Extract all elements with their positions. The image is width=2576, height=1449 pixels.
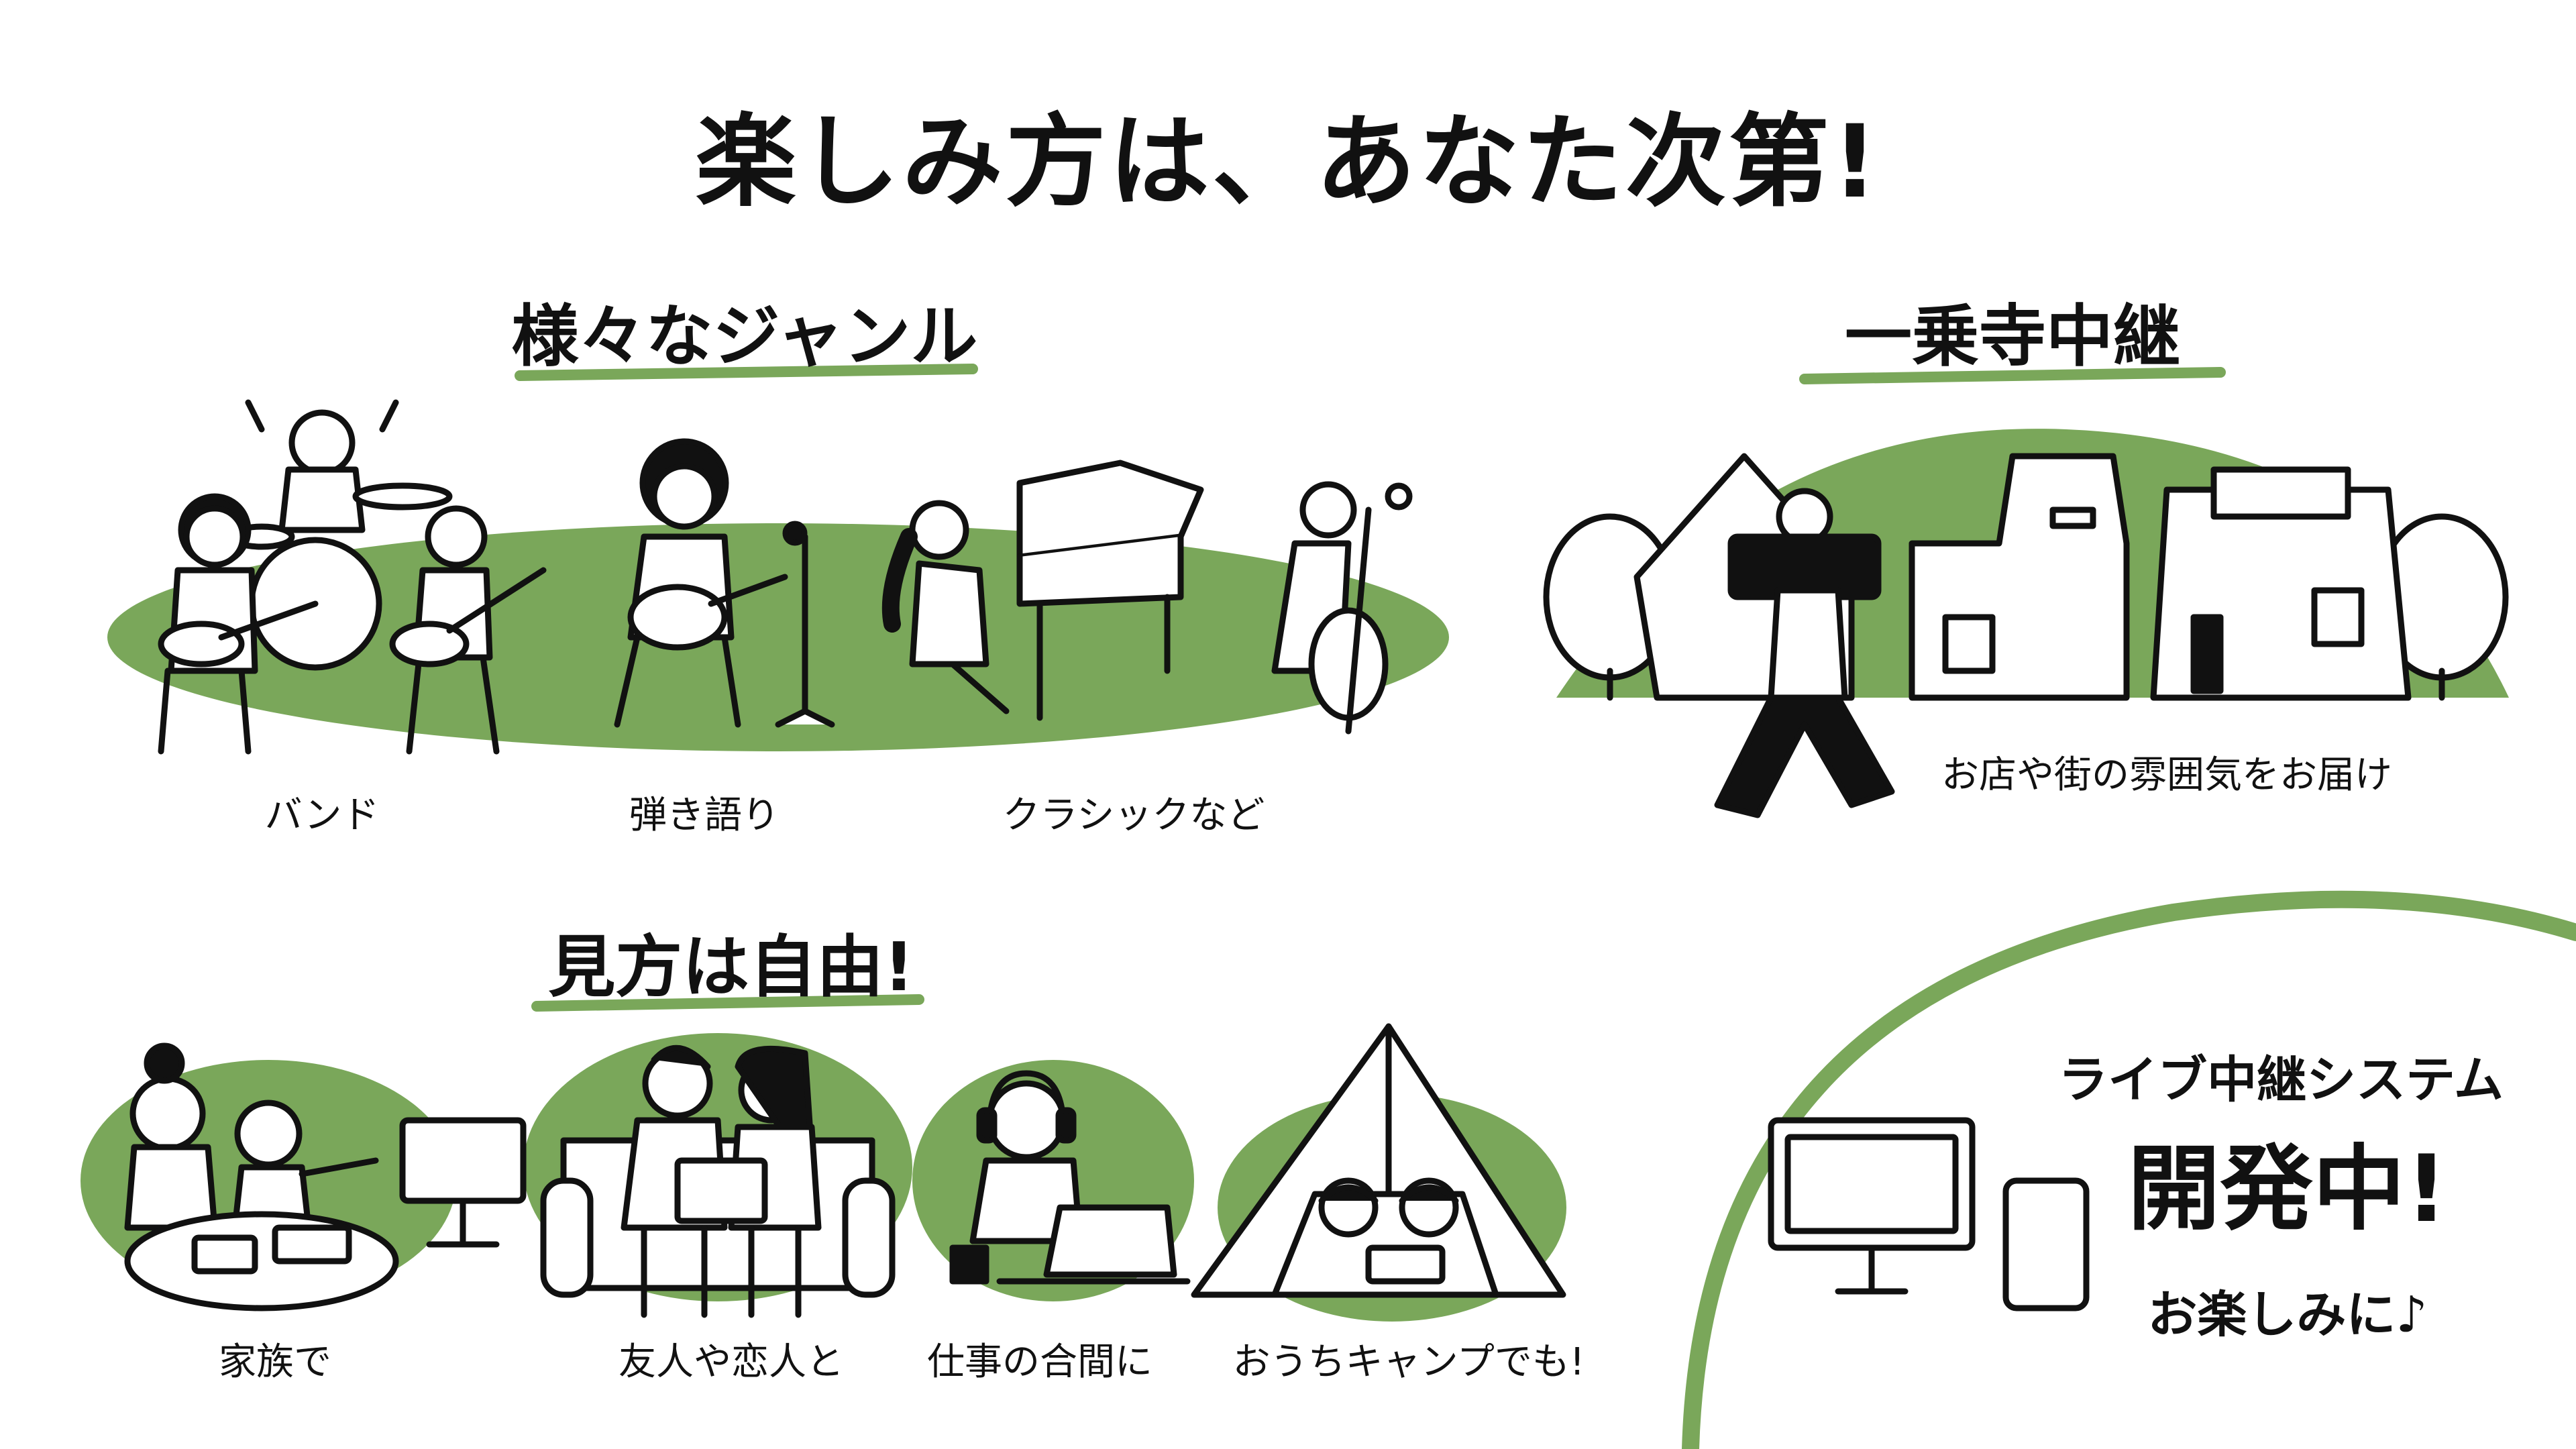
singer-guitar-illustration [614,438,835,728]
viewing-label-camp: おうちキャンプでも! [1232,1340,1585,1384]
system-line-2: 開発中! [2127,1135,2448,1243]
viewing-underline [531,994,924,1012]
genre-label-singer: 弾き語り [629,794,780,837]
viewing-label-worker: 仕事の合間に [927,1340,1152,1384]
classical-illustration [881,460,1413,735]
tent-camp-illustration [1191,1023,1566,1298]
relay-heading: 一乗寺中継 [1845,297,2180,376]
viewing-heading: 見方は自由! [548,928,914,1006]
system-line-1: ライブ中継システム [2058,1051,2504,1109]
couple-sofa-illustration [540,1044,896,1318]
system-line-3: お楽しみに♪ [2147,1286,2428,1344]
system-green-arc [1682,890,2576,1449]
genres-heading: 様々なジャンル [511,297,978,376]
viewing-label-couple: 友人や恋人と [619,1340,844,1384]
genre-label-band: バンド [264,794,380,837]
page-title: 楽しみ方は、あなた次第! [695,104,1881,221]
worker-laptop-illustration [949,1070,1191,1285]
relay-caption: お店や街の雰囲気をお届け [1941,753,2392,797]
cameraman-street-illustration [1543,453,2509,818]
viewing-label-family: 家族で [219,1340,331,1384]
band-illustration [158,399,547,755]
devices-illustration [1768,1117,2090,1311]
family-illustration [124,1042,527,1311]
relay-underline [1799,367,2226,384]
genre-label-classical: クラシックなど [1002,794,1265,837]
genres-underline [515,364,978,381]
